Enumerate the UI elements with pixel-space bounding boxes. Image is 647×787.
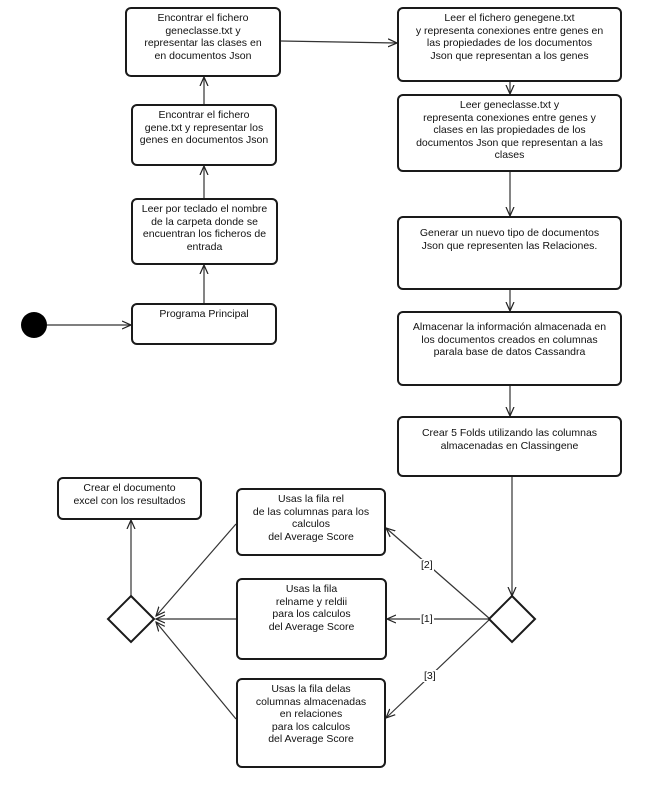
node-encontrar-gene: Encontrar el fichero gene.txt y represen… bbox=[131, 104, 277, 166]
decision-node bbox=[487, 594, 537, 644]
node-crear-folds: Crear 5 Folds utilizando las columnas al… bbox=[397, 416, 622, 477]
node-almacenar-cassandra: Almacenar la información almacenada en l… bbox=[397, 311, 622, 386]
edge-rel-to-merge bbox=[156, 523, 237, 616]
node-usas-fila-relname: Usas la fila relname y reldii para los c… bbox=[236, 578, 387, 660]
node-crear-documento-excel: Crear el documento excel con los resulta… bbox=[57, 477, 202, 520]
guard-label-2: [2] bbox=[420, 559, 434, 571]
edge-delas-to-merge bbox=[156, 622, 237, 720]
initial-node bbox=[21, 312, 47, 338]
guard-label-3: [3] bbox=[423, 670, 437, 682]
node-leer-genegene: Leer el fichero genegene.txt y represent… bbox=[397, 7, 622, 82]
merge-node bbox=[106, 594, 156, 644]
edge-geneclasse-to-genegene bbox=[280, 41, 397, 43]
node-usas-fila-delas: Usas la fila delas columnas almacenadas … bbox=[236, 678, 386, 768]
edge-decision-to-rel bbox=[386, 528, 491, 620]
node-programa-principal: Programa Principal bbox=[131, 303, 277, 345]
edge-decision-to-delas bbox=[386, 618, 491, 718]
node-usas-fila-rel: Usas la fila rel de las columnas para lo… bbox=[236, 488, 386, 556]
node-generar-relaciones: Generar un nuevo tipo de documentos Json… bbox=[397, 216, 622, 290]
node-leer-geneclasse: Leer geneclasse.txt y representa conexio… bbox=[397, 94, 622, 172]
guard-label-1: [1] bbox=[420, 613, 434, 625]
node-leer-carpeta: Leer por teclado el nombre de la carpeta… bbox=[131, 198, 278, 265]
node-encontrar-geneclasse: Encontrar el fichero geneclasse.txt y re… bbox=[125, 7, 281, 77]
